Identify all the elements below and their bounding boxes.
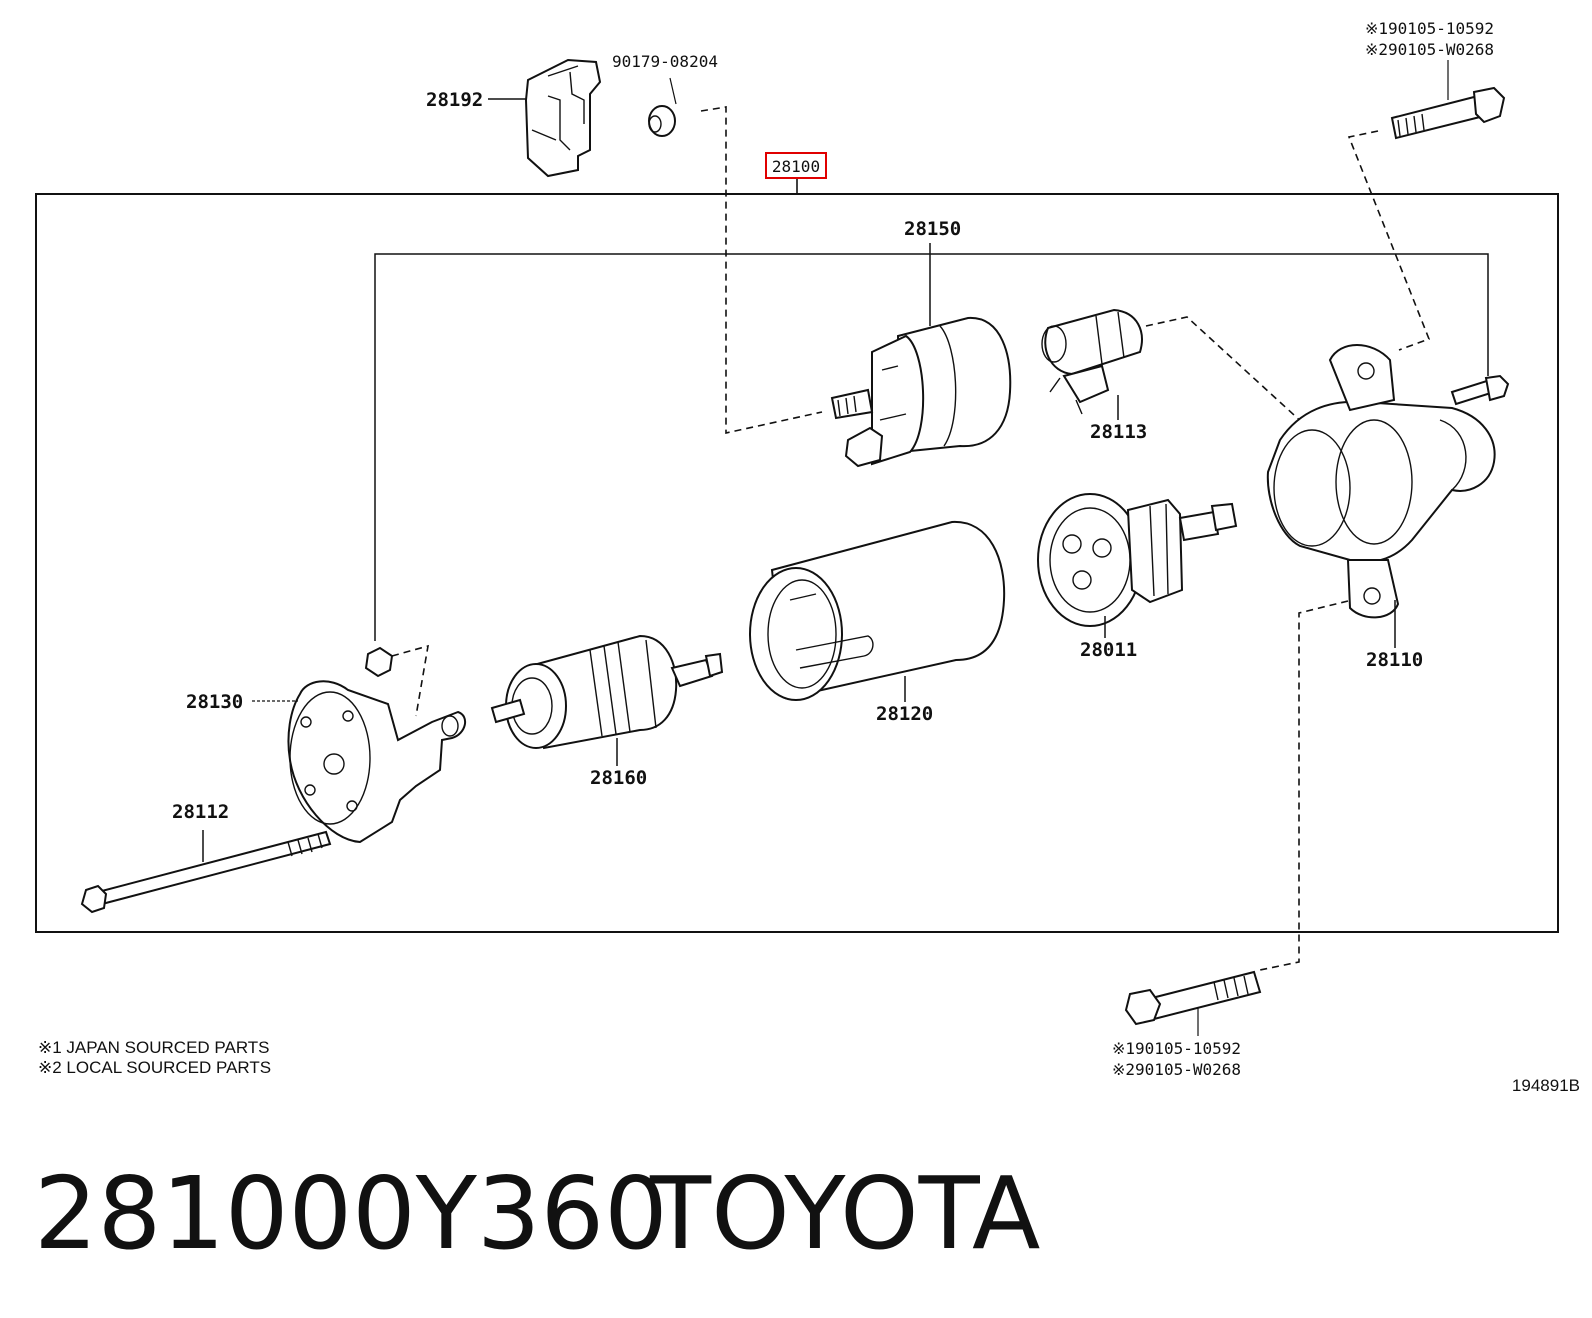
caption-brand: TOYOTA <box>649 1155 1040 1272</box>
leader-90179 <box>669 77 677 105</box>
part-28113-drawing <box>1041 308 1143 415</box>
bolt-bottom-label-2[interactable]: ※290105-W0268 <box>1112 1060 1241 1079</box>
dashed-line-bottom-bolt <box>1259 600 1349 971</box>
through-bolt-28112-drawing <box>80 830 332 914</box>
dashed-line-top-bolt <box>1347 130 1431 351</box>
assembly-part-label[interactable]: 28100 <box>772 157 820 176</box>
dashed-line-nut-solenoid <box>700 106 823 434</box>
label-28110[interactable]: 28110 <box>1366 649 1423 671</box>
end-plate-28130-drawing <box>287 680 467 844</box>
bolt-bottom-drawing <box>1124 970 1262 1026</box>
assembly-highlight-box[interactable] <box>765 152 827 179</box>
group-bracket-line <box>374 253 1489 641</box>
armature-28160-drawing <box>490 634 724 750</box>
solenoid-28150-drawing <box>830 316 1012 468</box>
figure-code: 194891B <box>1512 1076 1580 1095</box>
note-local-sourced: ※2 LOCAL SOURCED PARTS <box>38 1058 271 1077</box>
label-28150[interactable]: 28150 <box>904 218 961 240</box>
yoke-28120-drawing <box>749 520 1006 701</box>
housing-28110-drawing <box>1266 344 1496 619</box>
label-90179-08204[interactable]: 90179-08204 <box>612 52 718 71</box>
bolt-bottom-label-1[interactable]: ※190105-10592 <box>1112 1039 1241 1058</box>
dashed-line-28130-nut <box>391 644 430 717</box>
label-28112[interactable]: 28112 <box>172 801 229 823</box>
label-28160[interactable]: 28160 <box>590 767 647 789</box>
bolt-top-drawing <box>1390 86 1506 140</box>
label-28113[interactable]: 28113 <box>1090 421 1147 443</box>
label-28011[interactable]: 28011 <box>1080 639 1137 661</box>
label-28120[interactable]: 28120 <box>876 703 933 725</box>
label-28192[interactable]: 28192 <box>426 89 483 111</box>
bolt-top-label-1[interactable]: ※190105-10592 <box>1365 19 1494 38</box>
nut-28130-drawing <box>364 646 394 678</box>
nut-90179-drawing <box>648 105 676 137</box>
bolt-top-label-2[interactable]: ※290105-W0268 <box>1365 40 1494 59</box>
note-japan-sourced: ※1 JAPAN SOURCED PARTS <box>38 1038 270 1057</box>
bolt-small-right-drawing <box>1450 374 1510 406</box>
caption-part-code: 281000Y360 <box>34 1155 668 1272</box>
cover-28192-drawing <box>524 58 602 178</box>
part-28011-drawing <box>1037 493 1238 627</box>
label-28130[interactable]: 28130 <box>186 691 243 713</box>
